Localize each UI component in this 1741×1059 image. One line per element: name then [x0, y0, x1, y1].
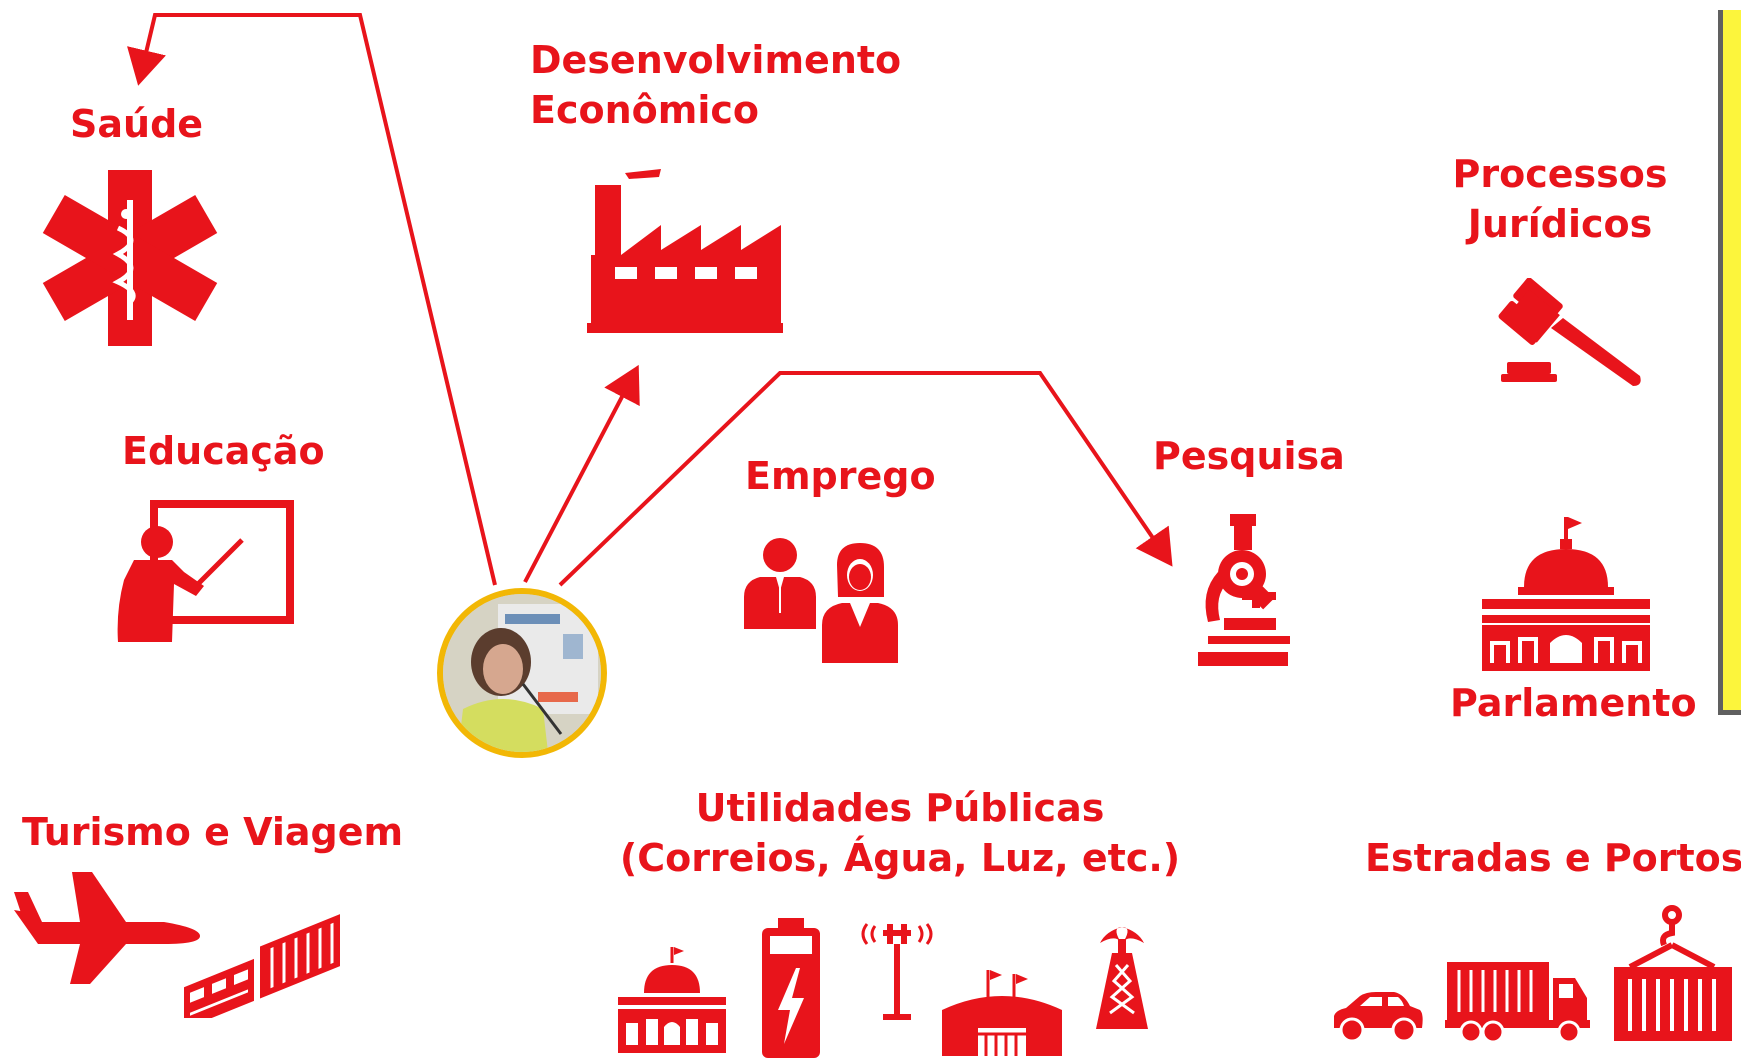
star-of-life-icon [40, 168, 220, 348]
shipping-container-icon [1610, 905, 1735, 1045]
factory-icon [585, 165, 785, 335]
label-saude: Saúde [70, 102, 204, 146]
label-processos-line2: Jurídicos [1467, 202, 1653, 246]
label-utilidades-line2: (Correios, Água, Luz, etc.) [619, 836, 1181, 880]
arrow-to-desenvolvimento [523, 364, 640, 583]
label-turismo: Turismo e Viagem [22, 810, 404, 854]
label-desenvolvimento-line2: Econômico [530, 88, 760, 132]
speaker-photo [437, 588, 607, 758]
capitol-icon [616, 945, 728, 1055]
teacher-board-icon [112, 500, 297, 645]
airplane-icon [14, 872, 204, 987]
arrow-to-saude [127, 13, 497, 586]
side-panel [1718, 10, 1741, 715]
label-pesquisa: Pesquisa [1153, 434, 1345, 478]
microscope-icon [1190, 512, 1290, 667]
label-educacao: Educação [122, 429, 325, 473]
label-estradas: Estradas e Portos [1365, 836, 1741, 880]
label-emprego: Emprego [745, 454, 936, 498]
arrow-to-pesquisa [558, 371, 1173, 587]
car-icon [1330, 988, 1425, 1044]
warehouse-icon [940, 968, 1065, 1056]
truck-icon [1445, 960, 1590, 1044]
train-icon [182, 908, 342, 1018]
label-utilidades-line1: Utilidades Públicas [695, 786, 1105, 830]
gavel-icon [1495, 278, 1645, 398]
parliament-building-icon [1478, 515, 1653, 675]
battery-icon [760, 918, 822, 1059]
oil-rig-icon [1092, 925, 1152, 1033]
label-parlamento: Parlamento [1450, 681, 1697, 725]
antenna-tower-icon [855, 922, 940, 1022]
label-processos-line1: Processos [1452, 152, 1668, 196]
businessman-businesswoman-icon [742, 535, 912, 665]
label-desenvolvimento-line1: Desenvolvimento [530, 38, 902, 82]
